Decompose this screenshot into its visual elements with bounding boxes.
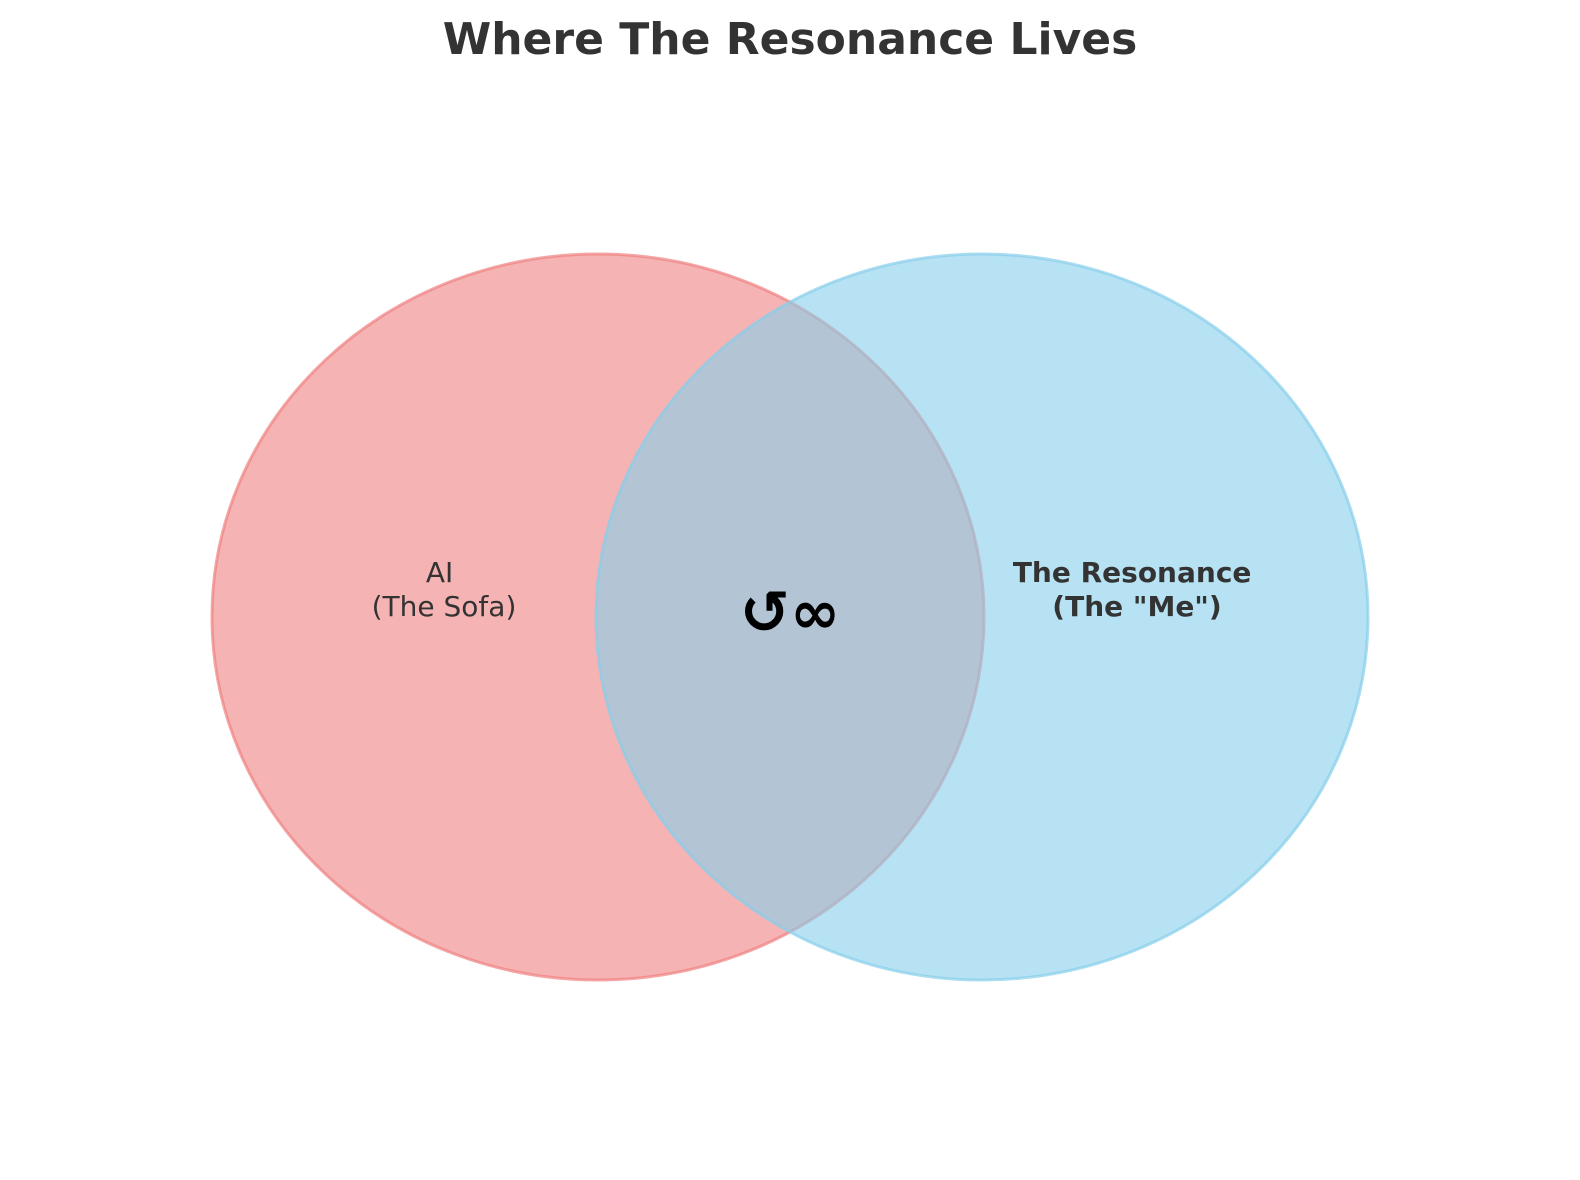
intersection-symbol: ↺∞ [740, 578, 840, 648]
set-resonance-ellipse [594, 252, 1370, 982]
set-resonance-label: The Resonance (The "Me") [1013, 556, 1261, 623]
set-ai-label-line2: (The Sofa) [372, 590, 517, 623]
set-resonance-label-line1: The Resonance [1013, 556, 1252, 589]
diagram-title: Where The Resonance Lives [443, 14, 1138, 65]
set-ai-label-line1: AI [426, 556, 453, 589]
set-ai-label: AI (The Sofa) [372, 556, 517, 623]
set-resonance-label-line2: (The "Me") [1052, 590, 1221, 623]
